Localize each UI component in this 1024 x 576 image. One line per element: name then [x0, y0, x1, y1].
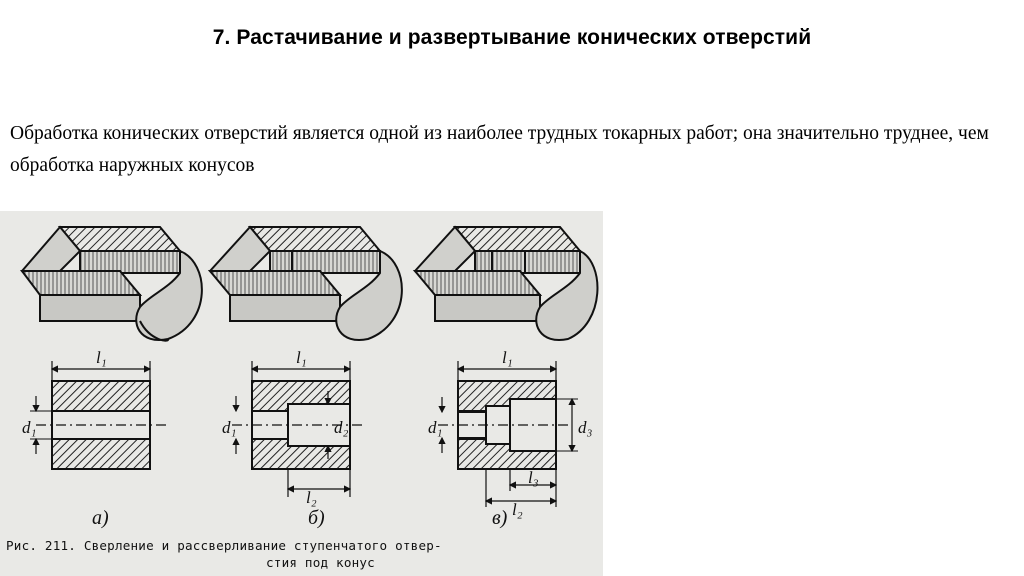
dim-c-d1: d₁ — [428, 418, 442, 437]
slide-title: 7. Растачивание и развертывание коническ… — [212, 26, 812, 49]
dim-c-l1: l₁ — [502, 348, 513, 367]
sublabel-a: а) — [92, 507, 109, 529]
iso-part-a — [20, 225, 203, 342]
dim-b-d1: d₁ — [222, 418, 236, 437]
caption-line-2: стия под конус — [266, 555, 375, 570]
sublabel-b: б) — [308, 507, 325, 529]
dim-b-l1: l₁ — [296, 348, 307, 367]
iso-part-c — [412, 225, 599, 342]
sublabel-c: в) — [492, 507, 508, 529]
caption-line-1: Рис. 211. Сверление и рассверливание сту… — [6, 538, 442, 553]
dim-b-l2: l₂ — [306, 488, 317, 507]
dim-a-d1: d₁ — [22, 418, 36, 437]
dim-c-d3: d₃ — [578, 418, 593, 437]
section-part-a — [30, 361, 168, 470]
figure-caption: Рис. 211. Сверление и рассверливание сту… — [6, 537, 598, 571]
figure-drawing: l₁ d₁ l₁ d₁ d₂ l₂ l₁ d₁ d₃ l₂ l₃ — [20, 225, 599, 519]
iso-part-b — [207, 225, 403, 342]
dim-c-l3: l₃ — [528, 468, 539, 487]
section-part-b — [232, 361, 362, 497]
dim-b-d2: d₂ — [334, 418, 349, 437]
dim-a-l1: l₁ — [96, 348, 107, 367]
section-part-c — [438, 361, 578, 507]
slide-body-text: Обработка конических отверстий является … — [10, 123, 989, 176]
dim-c-l2: l₂ — [512, 500, 523, 519]
figure-211: l₁ d₁ l₁ d₁ d₂ l₂ l₁ d₁ d₃ l₂ l₃ а) б) в… — [0, 211, 603, 576]
